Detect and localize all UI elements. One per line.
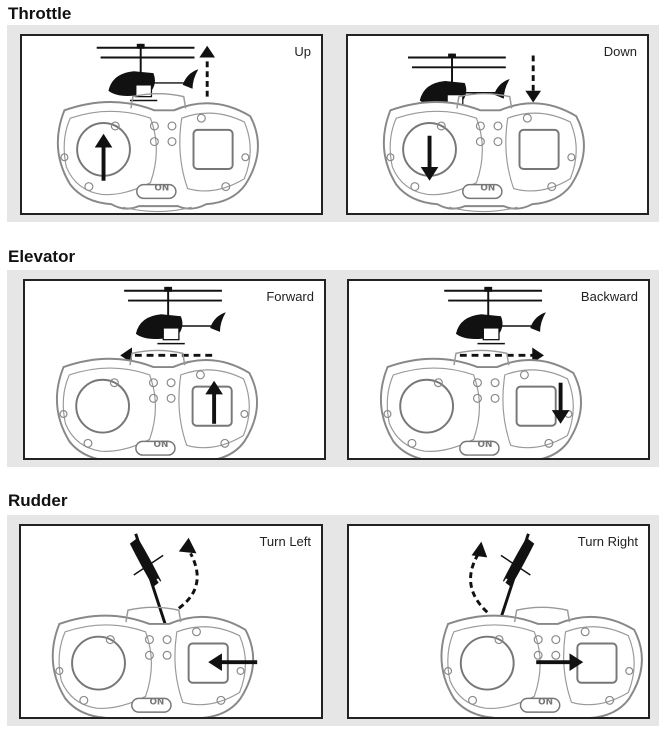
power-button-label: ON: [154, 184, 169, 194]
power-button-label: ON: [480, 184, 495, 194]
left-stick-up-arrowhead-icon: [94, 133, 113, 148]
throttle-down-label: Down: [603, 44, 637, 59]
power-button-label: ON: [477, 440, 492, 450]
turn-left-arrowhead-icon: [178, 537, 197, 554]
elevator-forward-label: Forward: [266, 289, 314, 304]
throttle-band: Up ON Down ON: [7, 25, 659, 222]
elevator-forward-diagram: ON: [55, 285, 259, 458]
turn-left-dashed-arrow: [177, 552, 199, 610]
controller-icon: [56, 92, 259, 213]
rudder-band: Turn Left ON Turn Right ON: [7, 515, 659, 726]
throttle-up-panel: Up ON: [20, 34, 323, 215]
turn-right-arrowhead-icon: [471, 541, 488, 558]
rudder-turn-right-panel: Turn Right ON: [347, 524, 650, 719]
up-arrowhead-icon: [199, 45, 216, 58]
right-stick-left-arrowhead-icon: [208, 653, 222, 671]
elevator-backward-label: Backward: [580, 289, 638, 304]
section-title-rudder: Rudder: [8, 491, 68, 510]
elevator-forward-panel: Forward ON: [23, 279, 326, 460]
helicopter-top-view-icon: [128, 532, 167, 626]
rudder-turn-left-diagram: ON: [51, 532, 258, 717]
throttle-down-diagram: ON: [382, 52, 585, 213]
left-stick-down-arrowhead-icon: [420, 167, 439, 181]
rudder-turn-right-label: Turn Right: [577, 534, 638, 549]
elevator-backward-diagram: ON: [379, 285, 583, 458]
right-stick-down-arrowhead-icon: [551, 410, 570, 424]
throttle-down-panel: Down ON: [346, 34, 649, 215]
helicopter-icon: [123, 285, 227, 345]
down-arrowhead-icon: [525, 90, 542, 103]
helicopter-icon: [443, 285, 547, 345]
rudder-turn-left-panel: Turn Left ON: [19, 524, 323, 719]
power-button-label: ON: [153, 440, 168, 450]
section-title-throttle: Throttle: [8, 4, 72, 23]
turn-right-dashed-arrow: [469, 554, 489, 614]
forward-arrowhead-icon: [120, 347, 132, 364]
controller-icon: [382, 92, 585, 213]
right-stick-up-arrowhead-icon: [205, 380, 223, 395]
power-button-label: ON: [149, 697, 164, 707]
throttle-up-label: Up: [294, 44, 311, 59]
section-title-elevator: Elevator: [8, 247, 76, 266]
rudder-turn-left-label: Turn Left: [259, 534, 311, 549]
power-button-label: ON: [538, 697, 553, 707]
elevator-band: Forward ON Backward ON: [7, 270, 659, 467]
rudder-turn-right-diagram: ON: [440, 532, 643, 717]
throttle-up-diagram: ON: [56, 42, 259, 213]
elevator-backward-panel: Backward ON: [347, 279, 650, 460]
helicopter-icon: [95, 42, 200, 102]
right-stick-right-arrowhead-icon: [569, 653, 584, 671]
